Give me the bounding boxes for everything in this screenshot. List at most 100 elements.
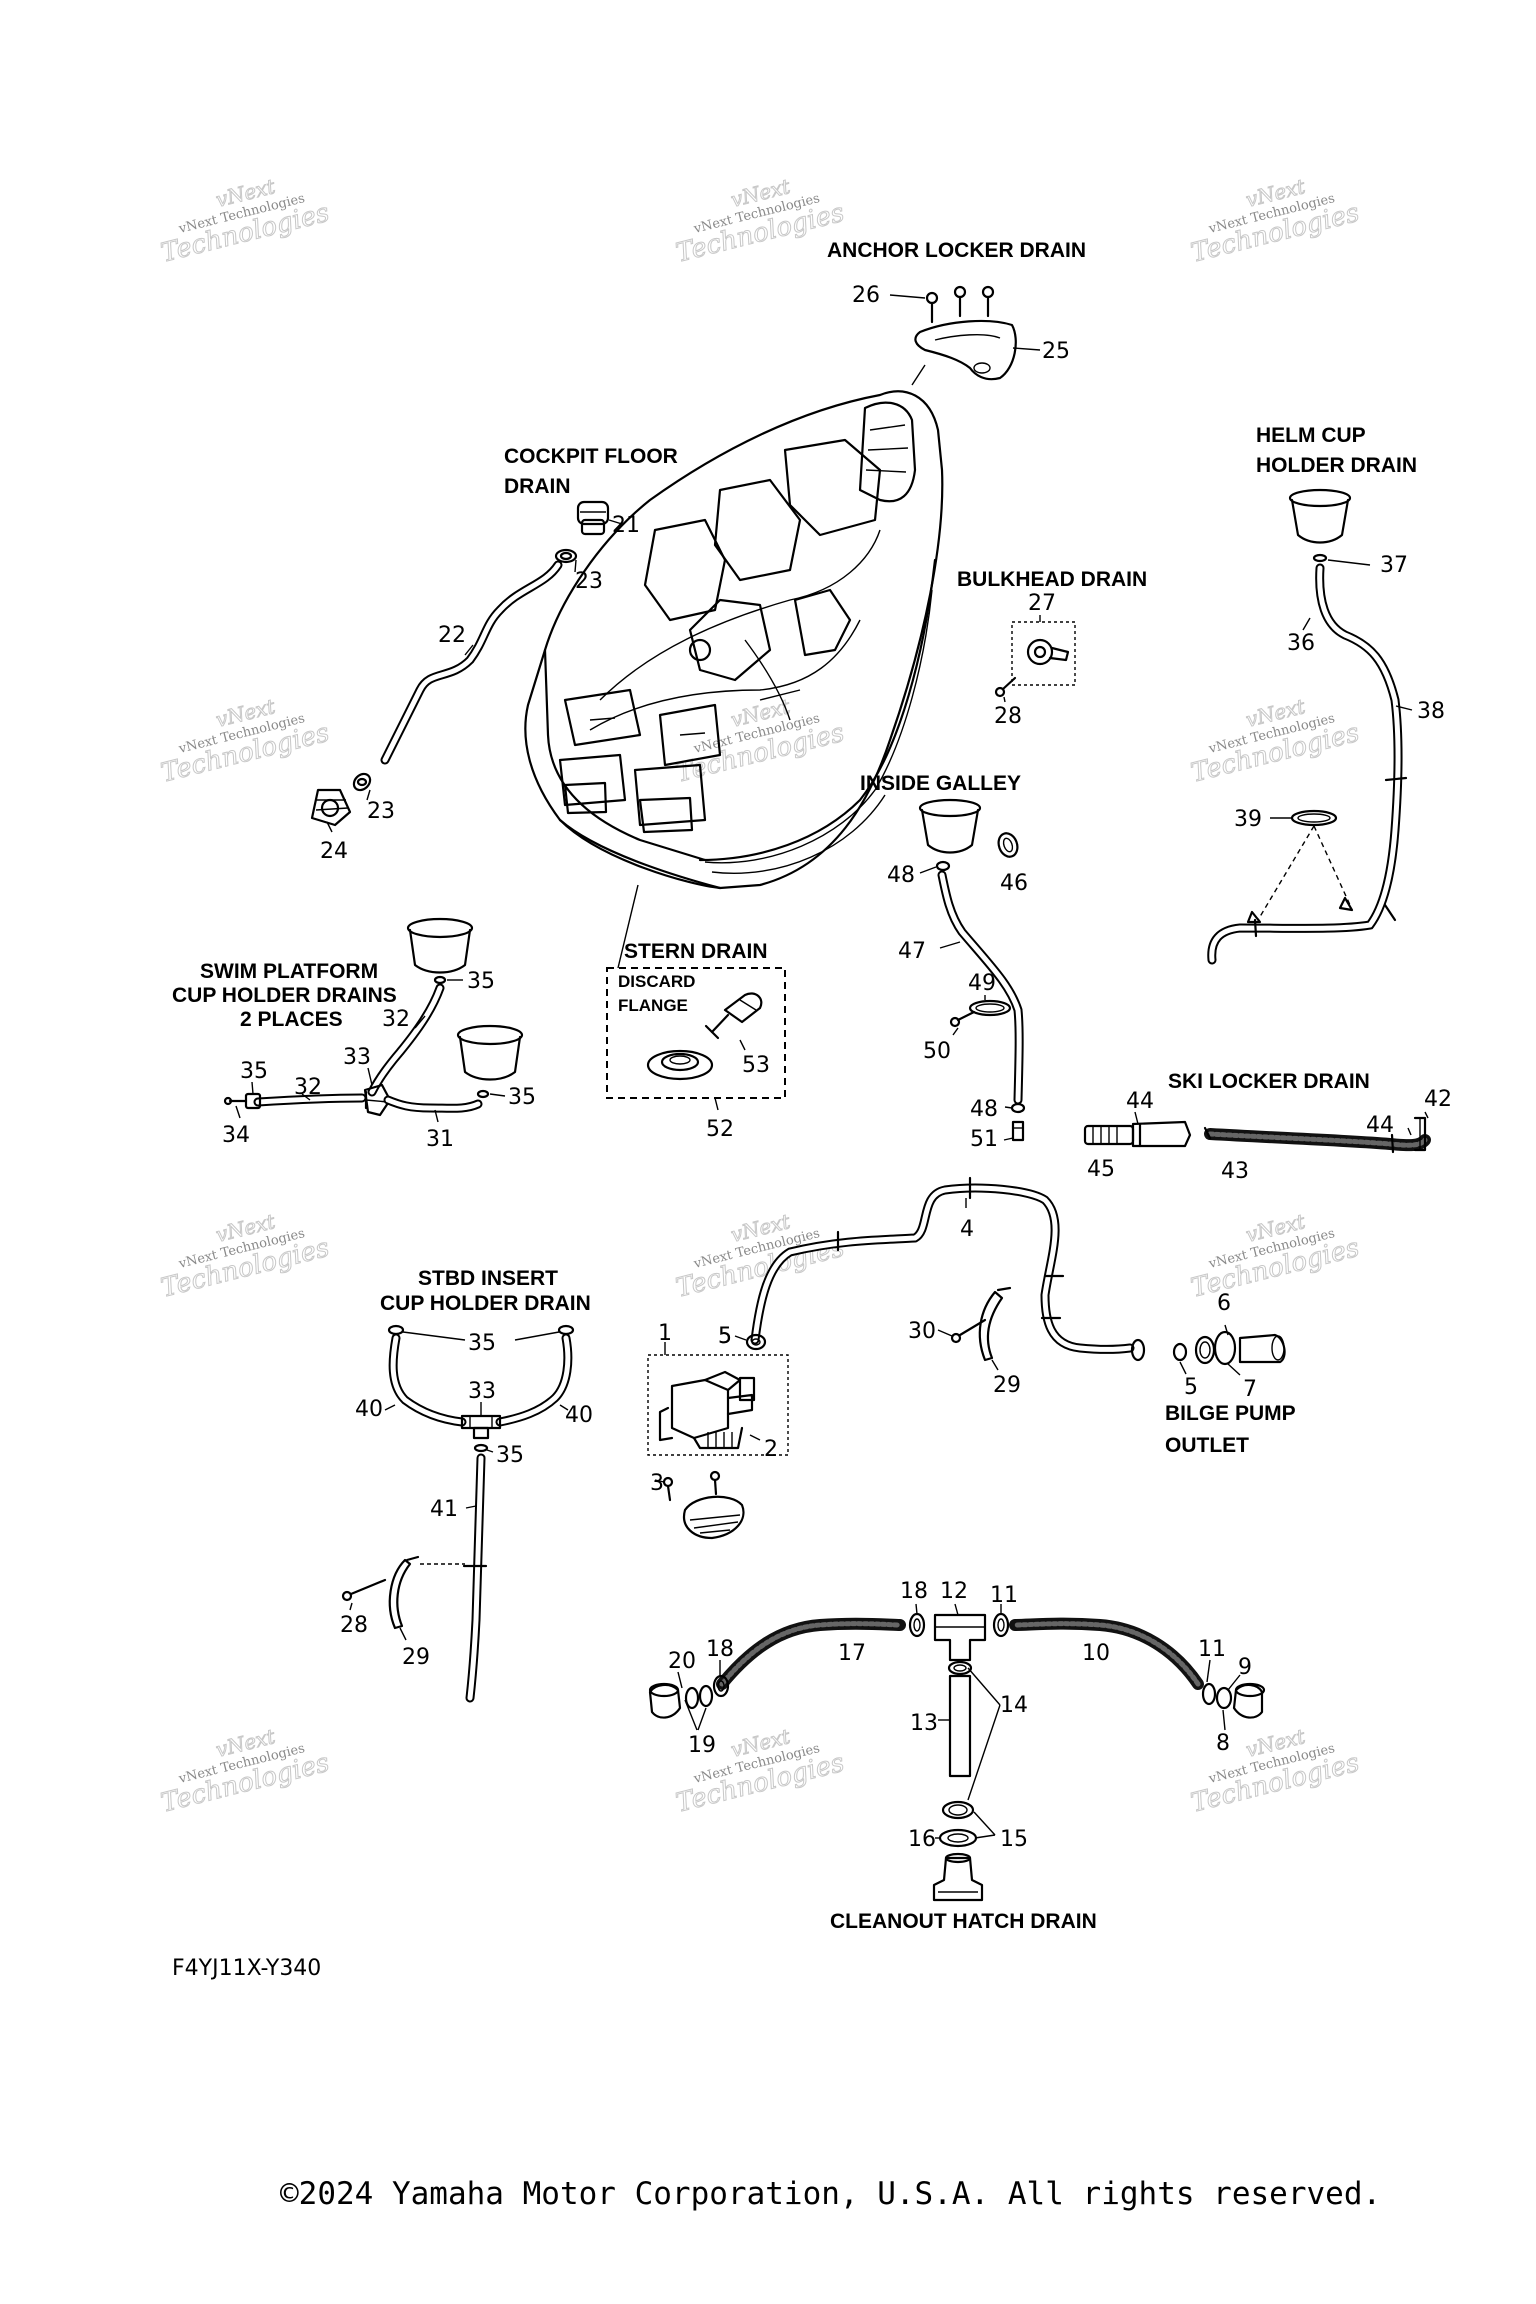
- outlet-fitting: [1130, 1330, 1286, 1366]
- clamp-39: [1290, 809, 1338, 827]
- callout-45: 45: [1087, 1157, 1115, 1182]
- callout-5: 5: [718, 1324, 732, 1349]
- cup-holder-lower: [456, 1024, 524, 1081]
- label-stern-drain: STERN DRAIN: [624, 940, 768, 963]
- fitting-9-8: [1201, 1682, 1266, 1719]
- callout-14: 14: [1000, 1693, 1028, 1718]
- cleanout-hatch-drain-assembly: [648, 1603, 1266, 1902]
- callout-11: 11: [1198, 1637, 1226, 1662]
- callout-35: 35: [467, 969, 495, 994]
- label-ski-locker-drain: SKI LOCKER DRAIN: [1168, 1070, 1370, 1093]
- label-cockpit-floor-drain-2: DRAIN: [504, 475, 571, 498]
- fitting-21: [576, 500, 610, 536]
- callout-41: 41: [430, 1497, 458, 1522]
- screw-3: [662, 1470, 721, 1502]
- callout-1: 1: [658, 1321, 672, 1346]
- cup-holder: [1288, 488, 1352, 544]
- clamp-23-bottom: [352, 772, 372, 792]
- strainer-29-stbd: [388, 1555, 420, 1630]
- callout-3: 3: [650, 1471, 664, 1496]
- callout-36: 36: [1287, 631, 1315, 656]
- callout-32: 32: [382, 1007, 410, 1032]
- clamp-11-top: [992, 1612, 1010, 1638]
- clamp-42: [1413, 1111, 1429, 1152]
- callout-34: 34: [222, 1123, 250, 1148]
- callout-16: 16: [908, 1827, 936, 1852]
- callout-44: 44: [1366, 1113, 1394, 1138]
- tee-33-stbd: [460, 1414, 502, 1440]
- screw-50: [949, 1010, 976, 1028]
- callout-46: 46: [1000, 871, 1028, 896]
- clamp-14-upper: [947, 1660, 973, 1676]
- label-swim-platform-2: CUP HOLDER DRAINS: [172, 984, 397, 1007]
- bulkhead-drain-assembly: [994, 615, 1076, 703]
- callout-53: 53: [742, 1053, 770, 1078]
- label-swim-platform-3: 2 PLACES: [240, 1008, 343, 1031]
- pump-1-2: [658, 1370, 756, 1450]
- label-bilge-pump-2: OUTLET: [1165, 1434, 1249, 1457]
- boat-hull: [524, 390, 944, 890]
- fitting-15: [932, 1852, 984, 1902]
- callout-48: 48: [970, 1097, 998, 1122]
- callout-28: 28: [340, 1613, 368, 1638]
- figure-code: F4YJ11X-Y340: [172, 1956, 321, 1981]
- callout-35: 35: [508, 1085, 536, 1110]
- stern-drain-assembly: [606, 884, 786, 1111]
- swim-platform-drain-assembly: [223, 917, 524, 1123]
- label-cockpit-floor-drain-1: COCKPIT FLOOR: [504, 445, 678, 468]
- callout-44: 44: [1126, 1089, 1154, 1114]
- callout-25: 25: [1042, 339, 1070, 364]
- clamp-5-pump: [745, 1333, 767, 1351]
- cup-holder-upper: [406, 917, 474, 974]
- flange-52: [646, 1049, 714, 1081]
- callout-42: 42: [1424, 1087, 1452, 1112]
- plug-51: [1011, 1120, 1025, 1142]
- label-bilge-pump-1: BILGE PUMP: [1165, 1402, 1296, 1425]
- clamp-23-top: [554, 548, 578, 564]
- clamp-14-lower: [941, 1800, 975, 1820]
- callout-13: 13: [910, 1711, 938, 1736]
- screw-30: [950, 1318, 987, 1344]
- copyright-notice: ©2024 Yamaha Motor Corporation, U.S.A. A…: [280, 2176, 1382, 2212]
- tee-12: [933, 1613, 987, 1662]
- clamp-18-left: [712, 1674, 730, 1698]
- callout-7: 7: [1243, 1377, 1257, 1402]
- callout-8: 8: [1216, 1731, 1230, 1756]
- callout-9: 9: [1238, 1655, 1252, 1680]
- anchor-locker-drain-assembly: [889, 285, 1041, 386]
- callout-48: 48: [887, 863, 915, 888]
- callout-23: 23: [367, 799, 395, 824]
- callout-20: 20: [668, 1649, 696, 1674]
- callout-43: 43: [1221, 1159, 1249, 1184]
- helm-cup-holder-drain-assembly: [1207, 488, 1413, 965]
- cockpit-floor-drain-assembly: [310, 500, 623, 833]
- callout-49: 49: [968, 971, 996, 996]
- callout-40: 40: [355, 1397, 383, 1422]
- callout-32: 32: [294, 1075, 322, 1100]
- bilge-pump-assembly: [647, 1176, 1286, 1540]
- callout-29: 29: [993, 1373, 1021, 1398]
- callout-33: 33: [468, 1379, 496, 1404]
- fitting-24: [310, 788, 352, 827]
- callout-52: 52: [706, 1117, 734, 1142]
- callout-12: 12: [940, 1579, 968, 1604]
- strainer: [682, 1495, 745, 1540]
- screw-28-stbd: [341, 1578, 387, 1602]
- callout-35: 35: [240, 1059, 268, 1084]
- label-helm-cup-1: HELM CUP: [1256, 424, 1366, 447]
- callout-10: 10: [1082, 1641, 1110, 1666]
- callout-51: 51: [970, 1127, 998, 1152]
- label-discard-1: DISCARD: [618, 972, 695, 991]
- callout-21: 21: [612, 513, 640, 538]
- inside-galley-drain-assembly: [918, 798, 1026, 1142]
- ring-46: [997, 832, 1019, 858]
- callout-47: 47: [898, 939, 926, 964]
- callout-27: 27: [1028, 591, 1056, 616]
- callout-31: 31: [426, 1127, 454, 1152]
- label-discard-2: FLANGE: [618, 996, 688, 1015]
- callout-40: 40: [565, 1403, 593, 1428]
- label-stbd-insert-1: STBD INSERT: [418, 1267, 558, 1290]
- callout-28: 28: [994, 704, 1022, 729]
- cup-holder: [918, 798, 982, 854]
